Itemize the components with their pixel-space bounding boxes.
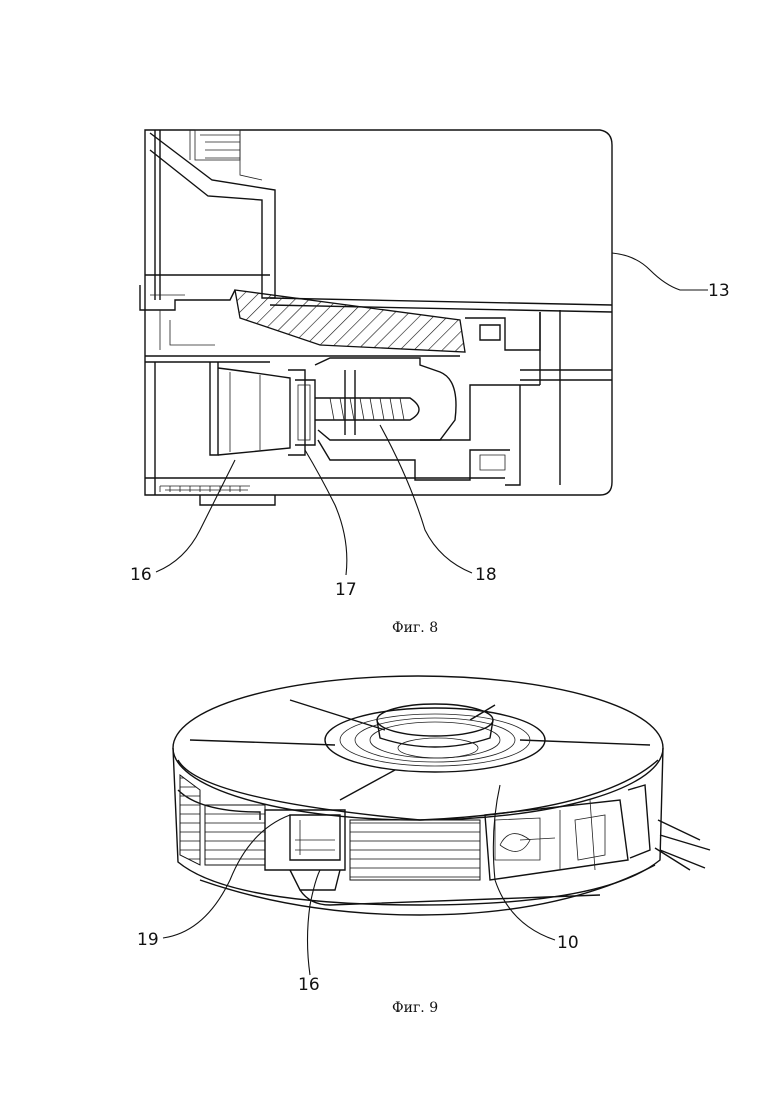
ref-16-label-fig9: 16 — [298, 975, 320, 995]
figure-9-caption: Фиг. 9 — [392, 1000, 438, 1016]
ref-19-label: 19 — [137, 930, 159, 950]
ref-16-label: 16 — [130, 565, 152, 585]
ref-17-label: 17 — [335, 580, 357, 600]
figure-8-drawing — [140, 130, 612, 505]
ref-18-label: 18 — [475, 565, 497, 585]
ref-13-label: 13 — [708, 281, 730, 301]
ref-10-label: 10 — [557, 933, 579, 953]
figure-9-drawing — [173, 676, 710, 915]
figure-8-caption: Фиг. 8 — [392, 620, 438, 636]
